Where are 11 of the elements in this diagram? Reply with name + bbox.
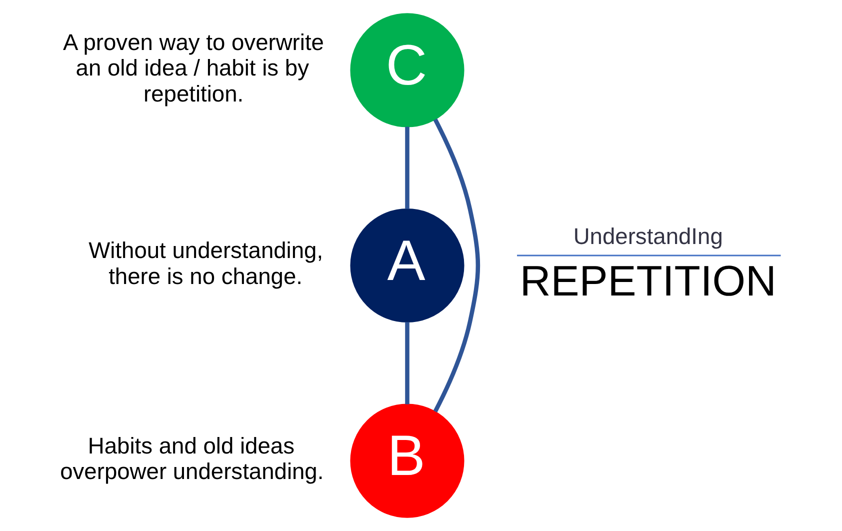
connector <box>432 118 480 412</box>
label: REPETITION <box>519 257 776 306</box>
node-circle: A <box>350 208 464 323</box>
label: UnderstandIng <box>572 222 722 249</box>
connector <box>404 322 409 404</box>
node-circle: C <box>350 13 464 128</box>
node-label: A proven way to overwrite an old idea / habit is by repetition. <box>62 28 324 106</box>
connector <box>404 126 409 209</box>
node-circle: B <box>350 404 464 518</box>
node-label: Without understanding, there is no change. <box>88 237 323 289</box>
node-label: Habits and old ideas overpower understanding. <box>60 432 324 484</box>
